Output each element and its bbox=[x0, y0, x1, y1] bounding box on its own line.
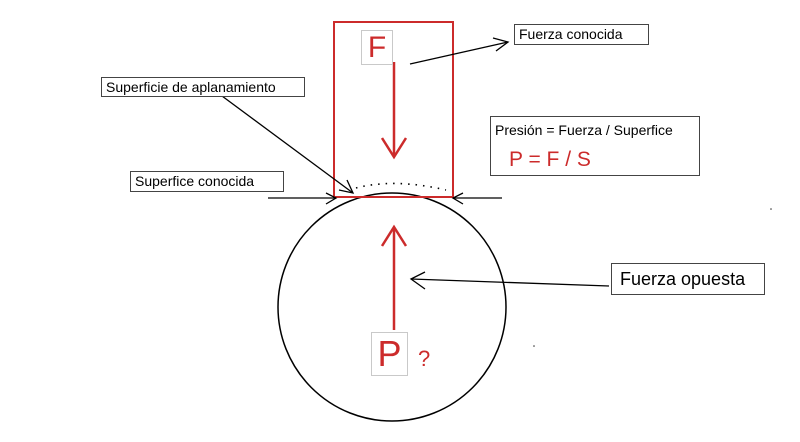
formula-text: Presión = Fuerza / Superfice bbox=[495, 122, 673, 138]
ball-circle bbox=[277, 192, 507, 422]
fuerza-conocida-label: Fuerza conocida bbox=[514, 24, 649, 45]
force-symbol-box: F bbox=[361, 30, 393, 65]
fuerza-conocida-pointer bbox=[409, 41, 509, 65]
flattening-dotted-arc bbox=[355, 182, 447, 191]
pressure-symbol: P bbox=[377, 333, 402, 374]
pressure-symbol-box: P bbox=[371, 332, 408, 376]
fuerza-conocida-pointer-head bbox=[492, 37, 510, 52]
force-symbol: F bbox=[367, 31, 387, 64]
superfice-right-arrow-head bbox=[451, 192, 464, 205]
reaction-arrow-head bbox=[380, 224, 408, 247]
formula-equation: P = F / S bbox=[509, 148, 591, 171]
force-arrow-head bbox=[380, 137, 408, 160]
fuerza-opuesta-label: Fuerza opuesta bbox=[611, 263, 765, 295]
formula-box: Presión = Fuerza / Superfice P = F / S bbox=[490, 116, 700, 176]
force-block bbox=[333, 21, 454, 198]
stray-dot bbox=[770, 208, 772, 210]
aplanamiento-pointer bbox=[221, 95, 354, 194]
superficie-aplanamiento-label: Superficie de aplanamiento bbox=[101, 77, 305, 97]
fuerza-opuesta-pointer bbox=[410, 278, 610, 287]
unknown-symbol: ? bbox=[418, 346, 431, 371]
aplanamiento-pointer-head bbox=[338, 179, 355, 194]
stray-dot bbox=[533, 345, 535, 347]
superfice-left-arrow-head bbox=[325, 192, 338, 205]
superfice-conocida-label: Superfice conocida bbox=[130, 171, 284, 192]
fuerza-opuesta-pointer-head bbox=[409, 271, 426, 290]
